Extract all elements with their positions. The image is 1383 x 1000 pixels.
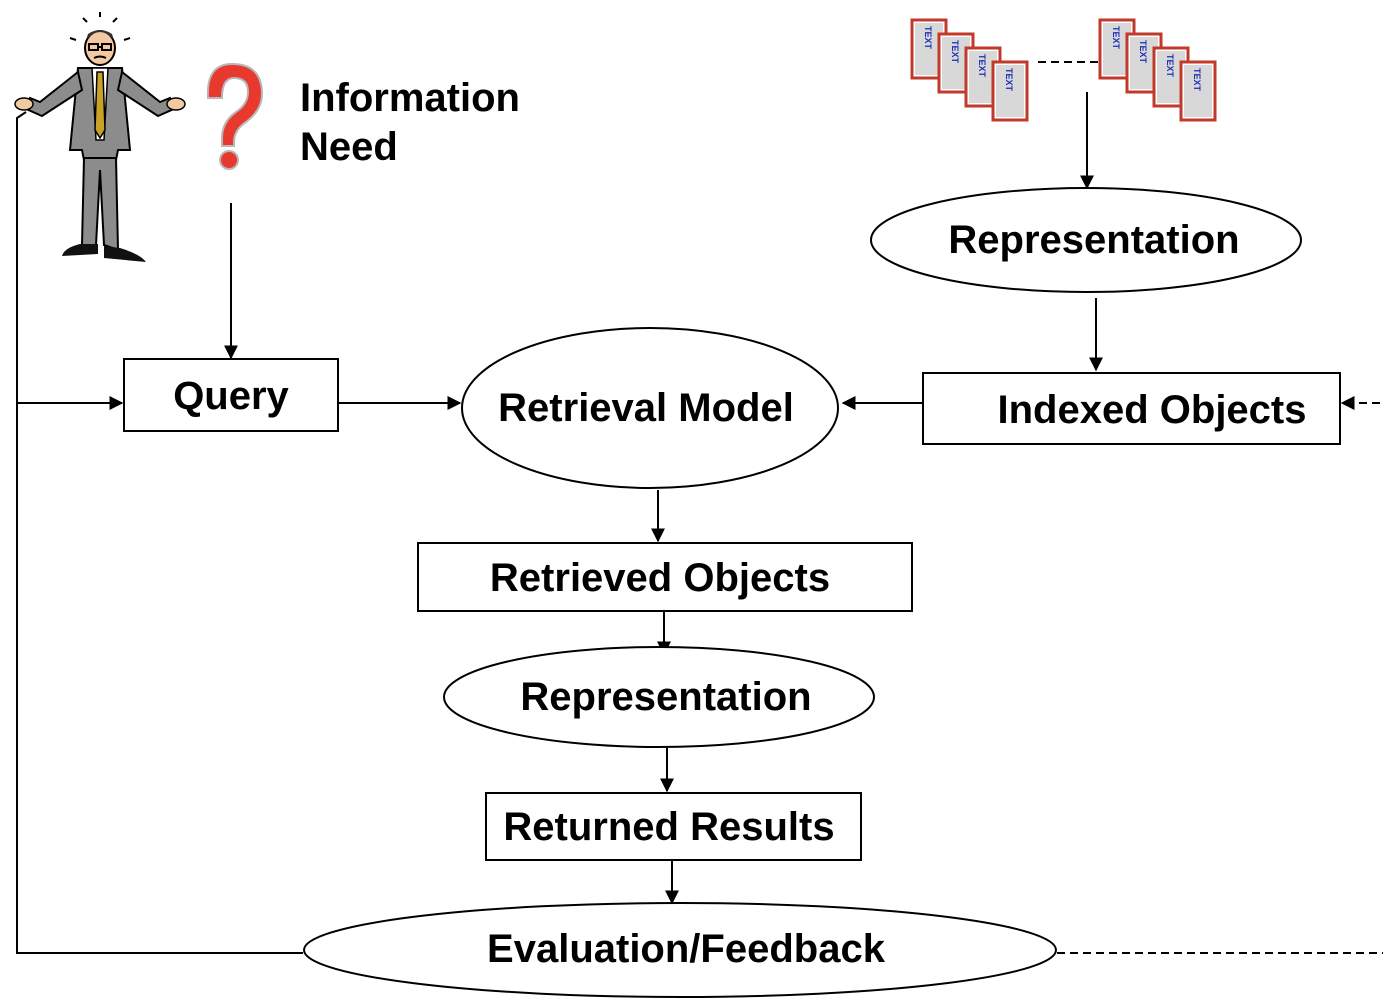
text-document-icon: TEXT [1098, 18, 1136, 80]
indexed-objects-label: Indexed Objects [998, 388, 1307, 432]
text-document-icon: TEXT [910, 18, 948, 80]
text-document-icon: TEXT [964, 46, 1002, 108]
returned-results-node: Returned Results [485, 792, 862, 861]
document-glyph-label: TEXT [1138, 40, 1148, 64]
document-glyph-label: TEXT [1004, 68, 1014, 92]
representation-bottom-label: Representation [520, 675, 811, 719]
information-need-label-line1: Information [300, 76, 520, 120]
query-node: Query [123, 358, 339, 432]
question-mark-icon [206, 62, 264, 170]
query-label: Query [173, 374, 289, 418]
text-document-icon: TEXT [1179, 60, 1217, 122]
text-document-icon: TEXT [1125, 32, 1163, 94]
text-document-icon: TEXT [991, 60, 1029, 122]
document-glyph-label: TEXT [950, 40, 960, 64]
document-glyph-label: TEXT [923, 26, 933, 50]
text-document-icon: TEXT [937, 32, 975, 94]
retrieval-model-node: Retrieval Model [461, 327, 839, 489]
retrieved-objects-node: Retrieved Objects [417, 542, 913, 612]
document-glyph-label: TEXT [977, 54, 987, 78]
representation-top-node: Representation [870, 187, 1302, 293]
text-document-icon: TEXT TEXT TEXT TEXT [910, 18, 1029, 122]
information-need-label-line2: Need [300, 125, 398, 169]
feedback-loop-line [16, 111, 303, 954]
confused-man-icon [14, 12, 186, 262]
document-glyph-label: TEXT [1192, 68, 1202, 92]
representation-bottom-node: Representation [443, 646, 875, 748]
representation-top-label: Representation [948, 218, 1239, 262]
text-document-icon: TEXT [1152, 46, 1190, 108]
retrieved-objects-label: Retrieved Objects [490, 556, 830, 600]
retrieval-model-label: Retrieval Model [498, 386, 794, 430]
text-document-icon: TEXT TEXT TEXT TEXT [1098, 18, 1217, 122]
evaluation-feedback-label: Evaluation/Feedback [487, 927, 886, 971]
evaluation-feedback-node: Evaluation/Feedback [303, 902, 1057, 998]
returned-results-label: Returned Results [503, 805, 834, 849]
document-glyph-label: TEXT [1165, 54, 1175, 78]
indexed-objects-node: Indexed Objects [922, 372, 1341, 445]
document-glyph-label: TEXT [1111, 26, 1121, 50]
